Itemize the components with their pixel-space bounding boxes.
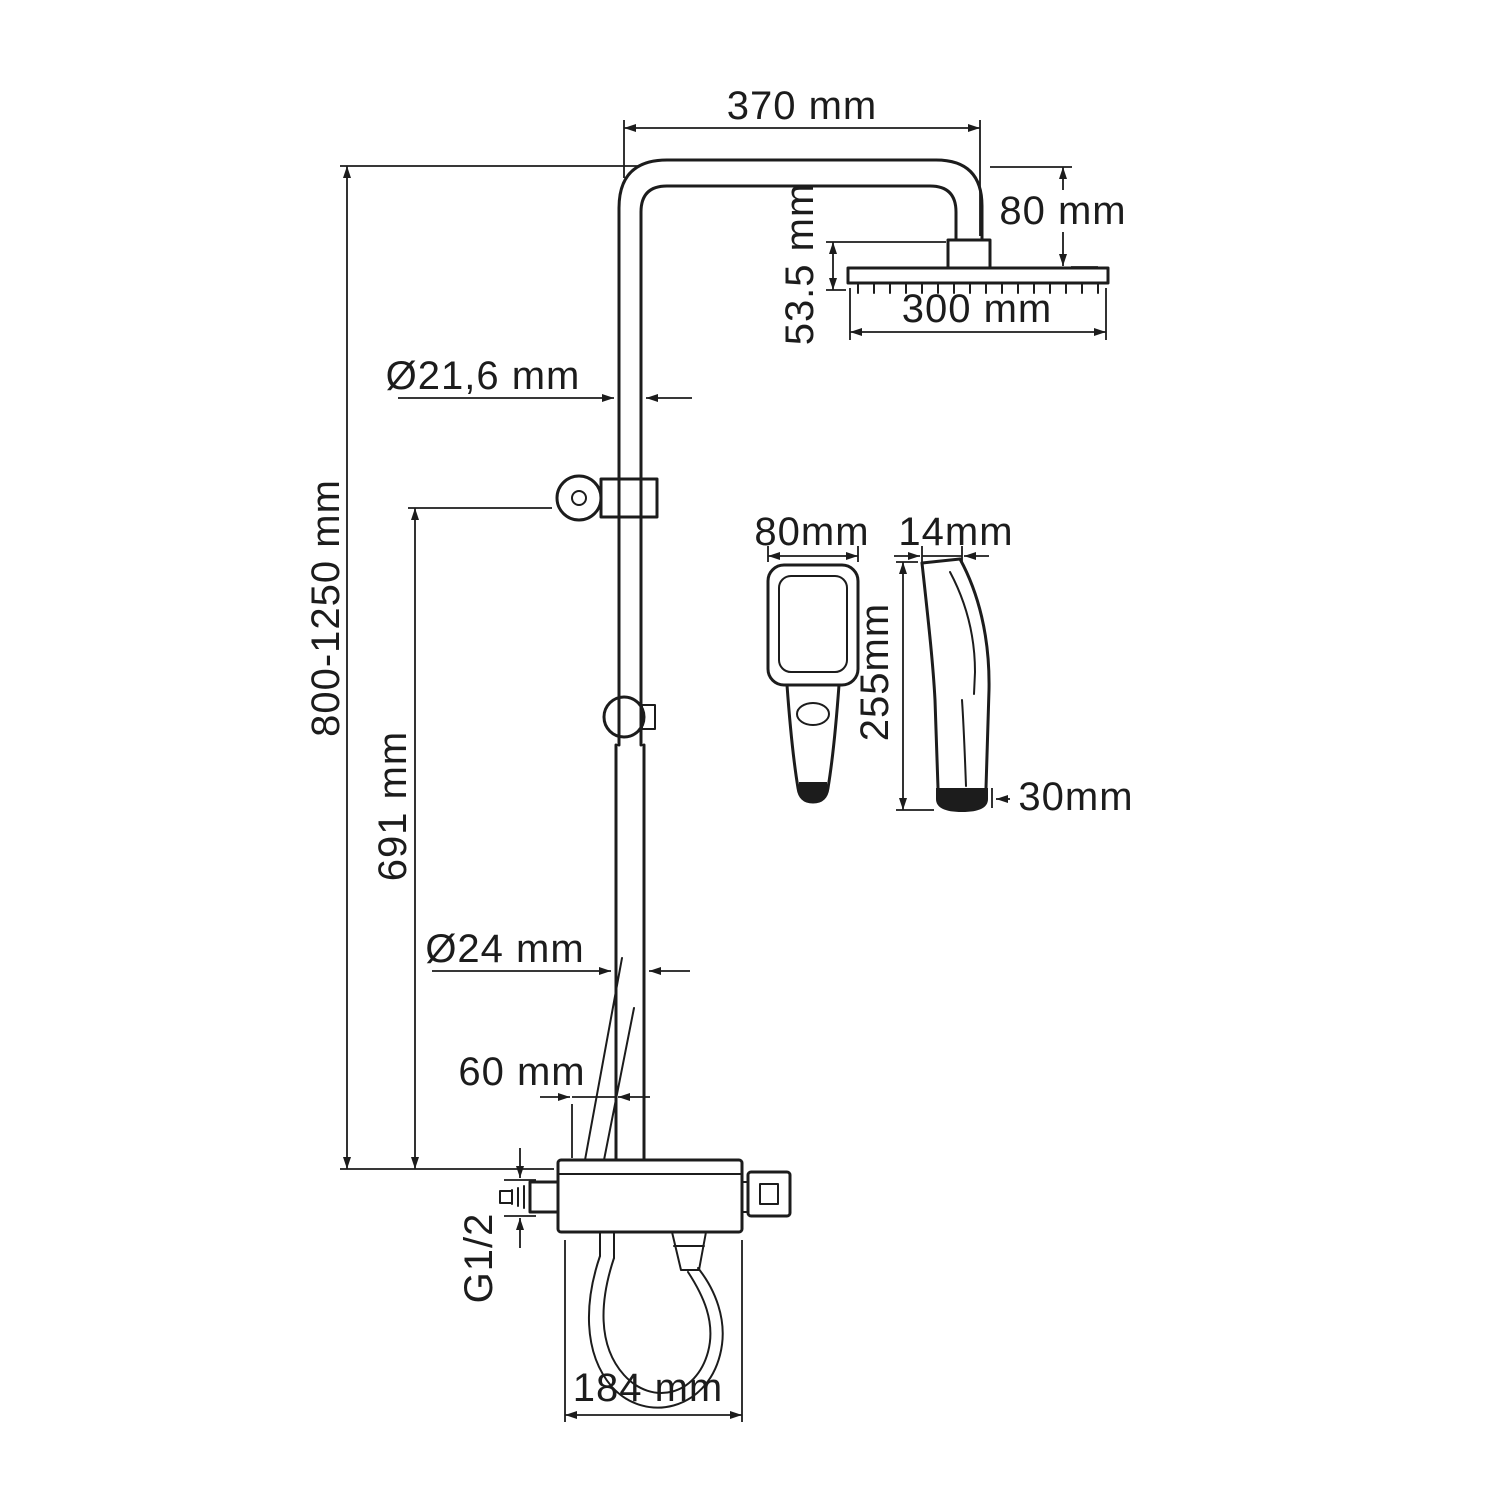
- dim-53-5-label: 53.5 mm: [778, 182, 822, 346]
- dim-30-label: 30mm: [1018, 775, 1134, 819]
- dim-g12-label: G1/2: [457, 1212, 501, 1304]
- dim-14-label: 14mm: [898, 510, 1014, 554]
- riser-pipe: [614, 158, 984, 1162]
- mixer-body: [499, 1158, 792, 1271]
- dim-184: [564, 1240, 743, 1422]
- dim-300: [849, 288, 1107, 340]
- slider-holder: [602, 695, 656, 739]
- construction-lines: [584, 957, 635, 1161]
- dim-overall-label: 800-1250 mm: [304, 479, 348, 737]
- dim-255: [896, 561, 934, 811]
- dim-overall-height: [340, 165, 640, 1170]
- dim-30: [991, 788, 1010, 808]
- dim-691-label: 691 mm: [371, 730, 415, 882]
- dim-60-label: 60 mm: [458, 1050, 586, 1094]
- dim-24-label: Ø24 mm: [425, 927, 585, 971]
- dim-184-label: 184 mm: [572, 1366, 724, 1410]
- wall-bracket: [555, 474, 659, 522]
- dim-80-hand-label: 80mm: [754, 510, 870, 554]
- dim-21-6-label: Ø21,6 mm: [385, 354, 581, 398]
- dim-14: [894, 546, 989, 562]
- dim-370: [623, 120, 981, 236]
- dim-80-hand: [767, 546, 859, 562]
- dim-300-label: 300 mm: [901, 287, 1053, 331]
- dim-80-head-label: 80 mm: [993, 190, 1133, 232]
- shower-hose: [587, 1255, 724, 1409]
- hand-shower-side-view: [920, 557, 991, 812]
- dim-g12: [504, 1148, 536, 1248]
- dim-60: [540, 1093, 650, 1158]
- dim-691: [408, 507, 552, 1169]
- dim-255-label: 255mm: [853, 602, 897, 742]
- dim-53-5: [826, 241, 946, 291]
- rain-shower-head: [846, 238, 1110, 294]
- hand-shower-front-view: [766, 563, 860, 804]
- dim-370-label: 370 mm: [726, 84, 878, 128]
